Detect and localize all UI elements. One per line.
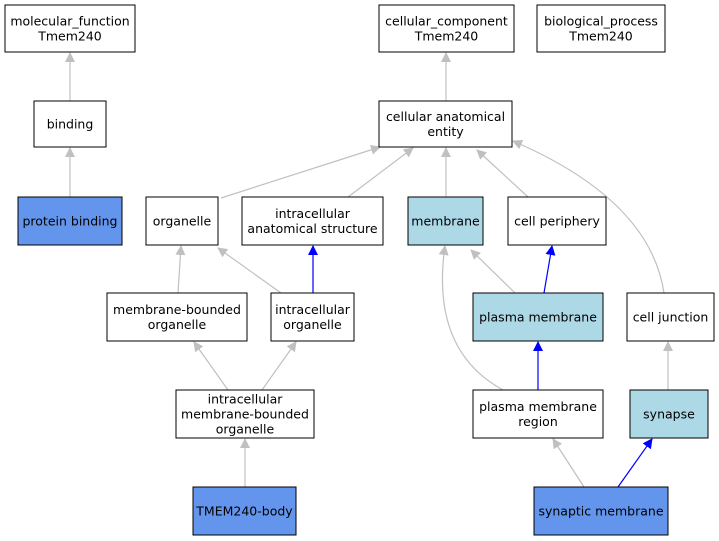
- node-box: [533, 486, 669, 536]
- node-box: [4, 4, 136, 53]
- node-box: [270, 292, 355, 342]
- node-box: [472, 389, 604, 439]
- node-box: [106, 292, 248, 342]
- edge-syn_membrane-to-synapse: [617, 438, 653, 488]
- edge-plasma_membrane-to-cell_periphery: [543, 245, 556, 294]
- node-label: entity: [427, 124, 464, 139]
- edge-cell_periphery-to-cae: [476, 149, 529, 198]
- node-label: synaptic membrane: [538, 504, 663, 519]
- edge-organelle-to-cae: [220, 144, 381, 199]
- node-protein_binding[interactable]: protein binding: [17, 196, 123, 246]
- node-label: intracellular: [275, 302, 351, 317]
- node-label: intracellular: [275, 206, 351, 221]
- node-box: [241, 196, 384, 246]
- node-cell_periphery[interactable]: cell periphery: [507, 196, 607, 246]
- node-label: region: [518, 414, 558, 429]
- edge-layer: [65, 52, 673, 488]
- node-label: anatomical structure: [247, 221, 377, 236]
- node-box: [378, 100, 513, 148]
- node-box: [192, 486, 297, 536]
- node-layer: molecular_functionTmem240cellular_compon…: [4, 4, 715, 536]
- node-label: synapse: [643, 407, 695, 422]
- node-box: [629, 389, 709, 439]
- node-box: [145, 196, 219, 246]
- edge-mbo-to-organelle: [175, 245, 186, 294]
- node-box: [472, 292, 604, 342]
- node-box: [507, 196, 607, 246]
- node-label: organelle: [153, 214, 212, 229]
- node-membrane[interactable]: membrane: [407, 196, 484, 246]
- node-label: TMEM240-body: [195, 504, 293, 519]
- edge-syn_membrane-to-pmr: [552, 438, 585, 488]
- node-box: [33, 100, 107, 148]
- edge-imbo-to-mbo: [193, 341, 229, 391]
- edge-pmr-to-membrane: [438, 245, 504, 391]
- node-box: [378, 4, 515, 53]
- edge-io-to-organelle: [217, 247, 282, 294]
- edge-ias-to-cae: [347, 147, 414, 198]
- edge-imbo-to-io: [261, 341, 297, 391]
- edge-cell_junction-to-cae: [512, 139, 665, 294]
- node-label: membrane-bounded: [181, 407, 309, 422]
- node-label: cellular_component: [385, 14, 508, 29]
- node-label: protein binding: [22, 214, 117, 229]
- node-label: Tmem240: [568, 29, 633, 44]
- node-synapse[interactable]: synapse: [629, 389, 709, 439]
- node-label: Tmem240: [414, 29, 479, 44]
- node-label: biological_process: [544, 14, 658, 29]
- node-box: [626, 292, 715, 342]
- node-label: plasma membrane: [479, 310, 597, 325]
- node-label: cell junction: [633, 310, 709, 325]
- node-organelle[interactable]: organelle: [145, 196, 219, 246]
- node-box: [175, 389, 315, 439]
- node-label: cellular anatomical: [386, 109, 505, 124]
- node-cell_junction[interactable]: cell junction: [626, 292, 715, 342]
- node-label: organelle: [148, 317, 207, 332]
- node-label: membrane: [411, 214, 480, 229]
- node-binding[interactable]: binding: [33, 100, 107, 148]
- node-plasma_membrane[interactable]: plasma membrane: [472, 292, 604, 342]
- node-label: membrane-bounded: [113, 302, 241, 317]
- node-syn_membrane[interactable]: synaptic membrane: [533, 486, 669, 536]
- node-box: [17, 196, 123, 246]
- node-label: organelle: [283, 317, 342, 332]
- node-label: cell periphery: [514, 214, 600, 229]
- node-label: binding: [47, 117, 94, 132]
- node-label: plasma membrane: [479, 399, 597, 414]
- node-box: [407, 196, 484, 246]
- node-box: [536, 4, 666, 53]
- edge-plasma_membrane-to-membrane: [470, 249, 516, 294]
- node-label: organelle: [216, 422, 275, 437]
- node-label: molecular_function: [10, 14, 129, 29]
- node-tmem_body[interactable]: TMEM240-body: [192, 486, 297, 536]
- node-label: Tmem240: [37, 29, 102, 44]
- node-label: intracellular: [208, 392, 284, 407]
